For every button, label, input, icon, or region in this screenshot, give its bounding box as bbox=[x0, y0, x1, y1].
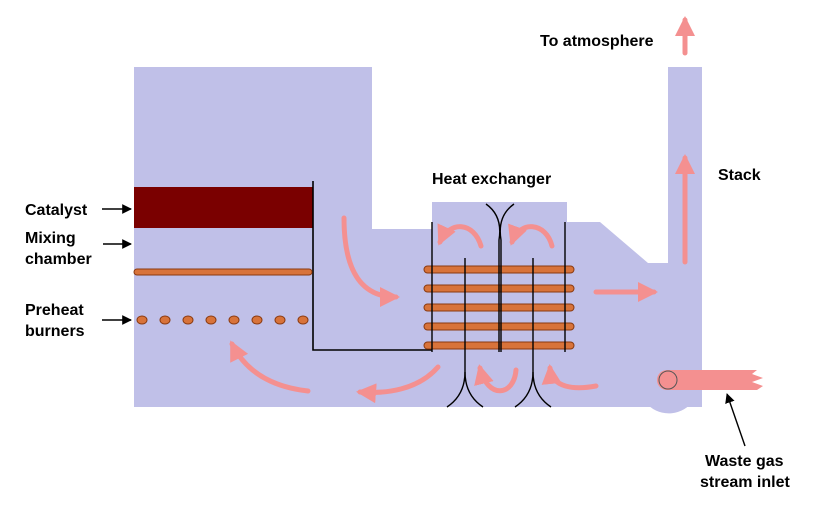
pointer-arrows bbox=[102, 204, 746, 447]
stack-label: Stack bbox=[718, 167, 761, 184]
waste-gas-label-line2: stream inlet bbox=[700, 474, 790, 491]
inlet-duct bbox=[548, 353, 699, 414]
mixing-chamber-label-line2: chamber bbox=[25, 251, 92, 268]
preheat-burners-label-line2: burners bbox=[25, 323, 85, 340]
flow-arrows bbox=[229, 16, 695, 404]
flow-arrow bbox=[474, 364, 519, 394]
pipe-opening bbox=[658, 370, 678, 390]
to-atmosphere-label: To atmosphere bbox=[540, 33, 654, 50]
flow-arrow bbox=[229, 340, 311, 394]
oxidizer-housing bbox=[134, 67, 702, 407]
mixing-bar bbox=[133, 268, 313, 276]
waste-gas-label-line1: Waste gas bbox=[705, 453, 784, 470]
catalyst-label: Catalyst bbox=[25, 202, 88, 219]
mixing-chamber-label-line1: Mixing bbox=[25, 230, 76, 247]
exchanger-baffles bbox=[446, 203, 552, 408]
flow-arrow bbox=[508, 223, 555, 249]
waste-gas-pipe bbox=[657, 370, 763, 390]
heat-exchanger-label: Heat exchanger bbox=[432, 171, 551, 188]
pointer-arrow bbox=[725, 393, 746, 447]
flow-arrow bbox=[356, 364, 441, 404]
preheat-burners bbox=[136, 315, 309, 325]
catalyst-bed bbox=[134, 187, 313, 228]
preheat-burners-label-line1: Preheat bbox=[25, 302, 84, 319]
internal-baffle bbox=[312, 181, 432, 351]
flow-arrow bbox=[437, 223, 484, 249]
exchanger-vertical-lines bbox=[431, 222, 566, 352]
flow-arrow bbox=[341, 215, 400, 307]
flow-arrow bbox=[541, 364, 599, 391]
